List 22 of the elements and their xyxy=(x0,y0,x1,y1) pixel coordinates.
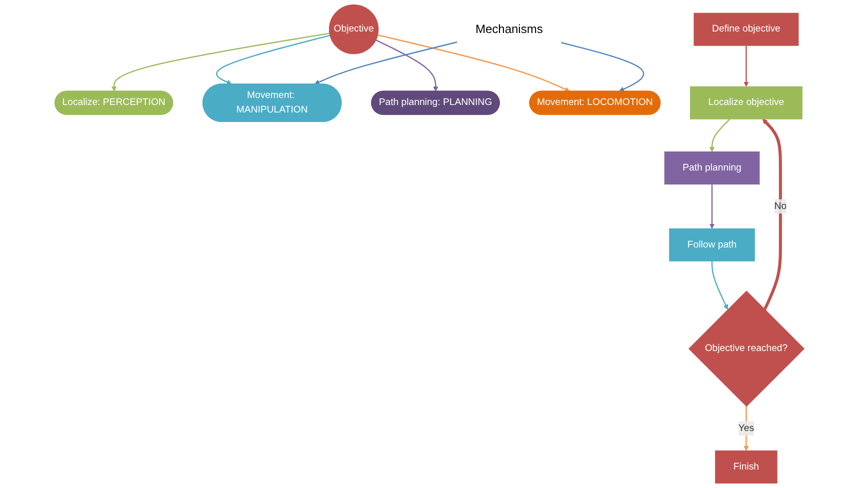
arrow xyxy=(762,118,782,310)
arrow xyxy=(711,261,728,310)
edge-label: No xyxy=(774,201,787,212)
node-box: Localize objective xyxy=(690,86,802,120)
arrow xyxy=(709,184,715,229)
arrow xyxy=(378,34,570,92)
arrow xyxy=(111,32,330,92)
node-diamond: Objective reached? xyxy=(688,290,805,407)
node-box: Follow path xyxy=(669,228,755,262)
arrow xyxy=(744,406,749,451)
node-box: Path planning xyxy=(664,151,760,184)
edge-label: Yes xyxy=(738,423,754,434)
node-box: Finish xyxy=(715,450,778,484)
node-circle: Objective xyxy=(328,4,379,54)
arrow xyxy=(560,42,644,92)
arrow xyxy=(314,41,458,85)
arrow xyxy=(709,118,730,152)
node-box: Define objective xyxy=(694,12,799,46)
node-text: Mechanisms xyxy=(475,22,543,36)
arrow xyxy=(216,34,330,85)
arrow xyxy=(744,46,749,87)
arrow xyxy=(376,40,438,92)
